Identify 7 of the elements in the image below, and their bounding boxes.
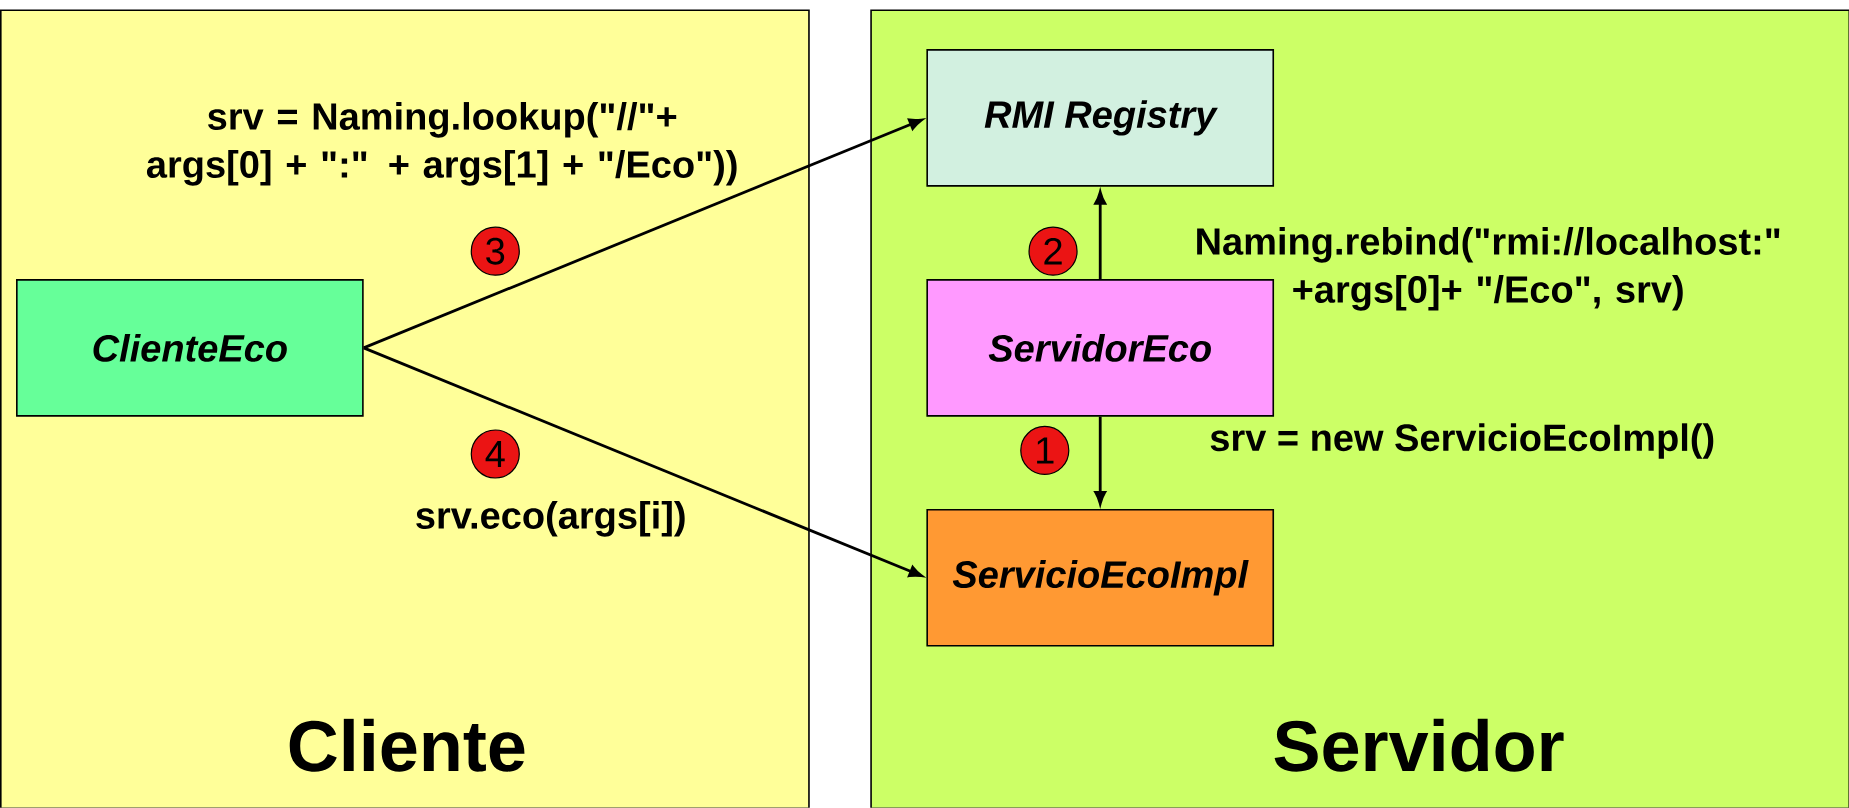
class-box: ClienteEco <box>16 279 364 417</box>
class-box: RMI Registry <box>926 49 1275 187</box>
callout-number: 2 <box>1028 226 1078 276</box>
class-box: ServidorEco <box>926 279 1275 417</box>
code-text: srv = new ServicioEcoImpl() <box>1210 423 1714 459</box>
callout-number: 1 <box>1020 425 1070 476</box>
class-box: ServicioEcoImpl <box>926 509 1275 647</box>
